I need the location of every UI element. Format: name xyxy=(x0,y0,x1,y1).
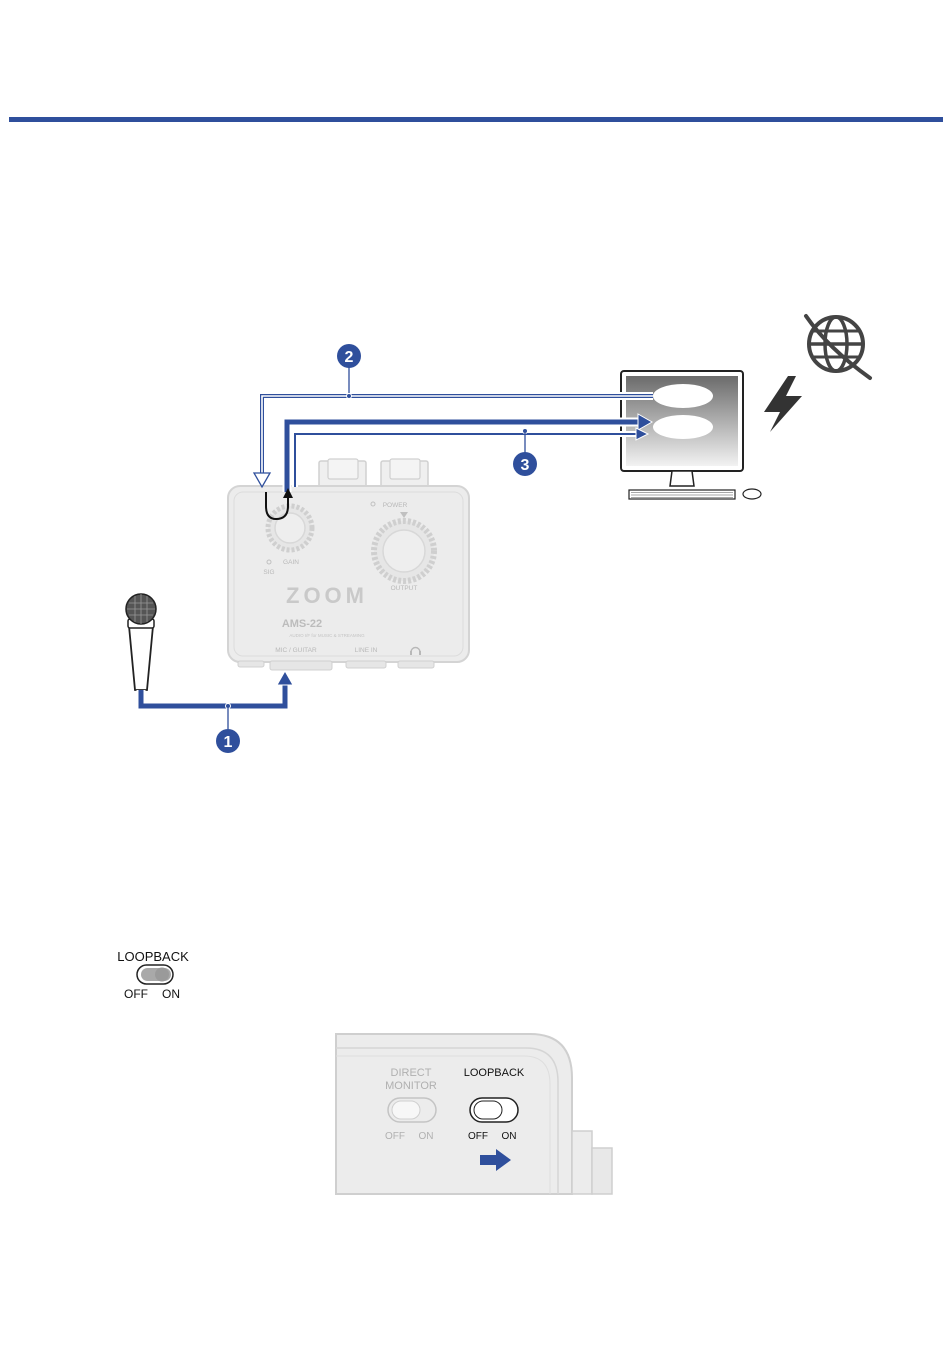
panel-loopback-on: ON xyxy=(502,1131,517,1142)
signal-flow-diagram: ZOOM AMS-22 AUDIO I/F for MUSIC & STREAM… xyxy=(0,0,950,800)
step-badge-2: 2 xyxy=(337,344,361,368)
step-badge-3: 3 xyxy=(513,452,537,476)
device-sig-label: SIG xyxy=(263,569,274,576)
signal-path-2 xyxy=(254,367,653,487)
signal-path-1 xyxy=(141,671,293,729)
device-model: AMS-22 xyxy=(282,618,322,630)
svg-text:3: 3 xyxy=(521,457,530,474)
device-brand: ZOOM xyxy=(286,583,368,608)
lightning-icon xyxy=(764,376,802,432)
direct-monitor-label-2: MONITOR xyxy=(385,1080,437,1092)
device-line-in-label: LINE IN xyxy=(355,647,378,654)
ams22-device: ZOOM AMS-22 AUDIO I/F for MUSIC & STREAM… xyxy=(228,459,469,670)
loopback-switch-label: LOOPBACK xyxy=(117,949,189,964)
panel-loopback-label: LOOPBACK xyxy=(464,1067,525,1079)
panel-loopback-off: OFF xyxy=(468,1131,488,1142)
device-power-label: POWER xyxy=(383,502,408,509)
svg-text:1: 1 xyxy=(224,734,233,751)
direct-monitor-on: ON xyxy=(419,1131,434,1142)
direct-monitor-off: OFF xyxy=(385,1131,405,1142)
device-output-label: OUTPUT xyxy=(391,585,418,592)
panel-closeup: DIRECT MONITOR OFF ON LOOPBACK OFF ON xyxy=(330,1026,620,1198)
device-mic-guitar-label: MIC / GUITAR xyxy=(275,647,317,654)
step-badge-1: 1 xyxy=(216,729,240,753)
globe-icon xyxy=(806,316,870,378)
loopback-switch-off: OFF xyxy=(124,987,148,1001)
direct-monitor-label-1: DIRECT xyxy=(391,1067,432,1079)
device-gain-label: GAIN xyxy=(283,559,299,566)
loopback-switch-icon: LOOPBACK OFF ON xyxy=(100,944,210,1004)
microphone-icon xyxy=(126,594,156,690)
device-tagline: AUDIO I/F for MUSIC & STREAMING xyxy=(289,633,365,638)
loopback-switch-on: ON xyxy=(162,987,180,1001)
svg-text:2: 2 xyxy=(345,349,354,366)
